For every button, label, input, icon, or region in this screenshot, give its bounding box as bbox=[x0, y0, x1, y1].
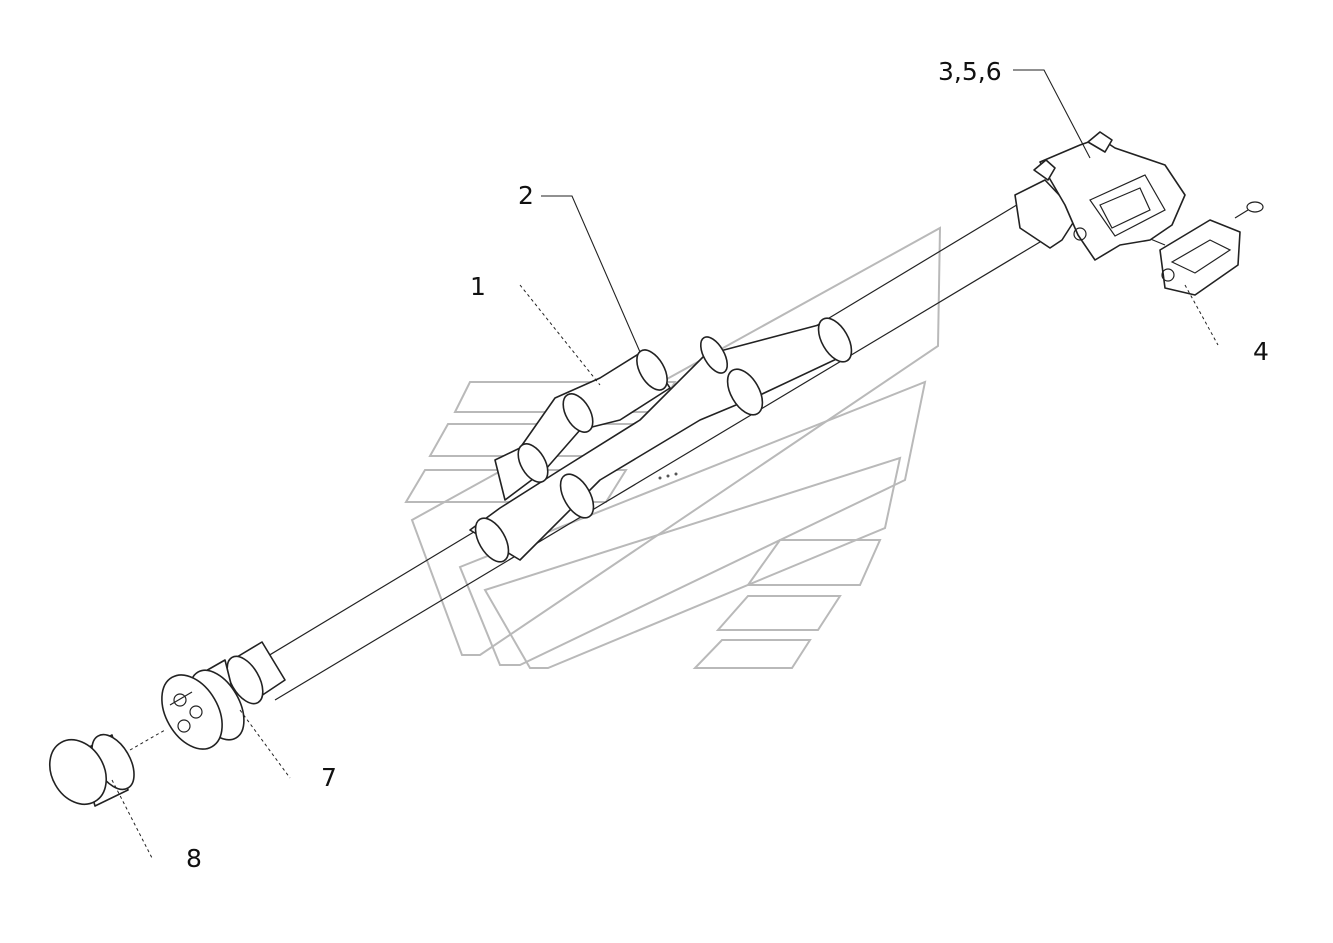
rectangular-connector-housing bbox=[1014, 131, 1186, 261]
callout-7: 7 bbox=[321, 763, 337, 792]
sleeve-ring-4 bbox=[562, 393, 594, 433]
sleeve-ring-6 bbox=[699, 336, 729, 374]
sleeve-ring-5 bbox=[636, 349, 668, 391]
leader-2 bbox=[541, 195, 641, 353]
callout-8: 8 bbox=[186, 844, 202, 873]
callout-4: 4 bbox=[1253, 337, 1269, 366]
protective-cap bbox=[48, 733, 135, 807]
callout-2: 2 bbox=[518, 181, 534, 210]
leader-356 bbox=[1013, 69, 1091, 159]
watermark-logo bbox=[404, 226, 942, 669]
callout-1: 1 bbox=[470, 272, 486, 301]
leader-8 bbox=[111, 779, 153, 859]
round-connector bbox=[161, 641, 286, 750]
branch-harness bbox=[469, 317, 853, 563]
sleeve-ring-1 bbox=[474, 517, 510, 563]
sleeve-ring-2 bbox=[559, 473, 595, 519]
sleeve-ring-8 bbox=[817, 317, 853, 363]
sleeve-ring-3 bbox=[517, 443, 549, 483]
leader-7 bbox=[239, 709, 291, 779]
callout-3-5-6: 3,5,6 bbox=[938, 57, 1002, 86]
sleeve-ring-7 bbox=[726, 368, 764, 416]
rectangular-plug bbox=[1159, 201, 1264, 296]
